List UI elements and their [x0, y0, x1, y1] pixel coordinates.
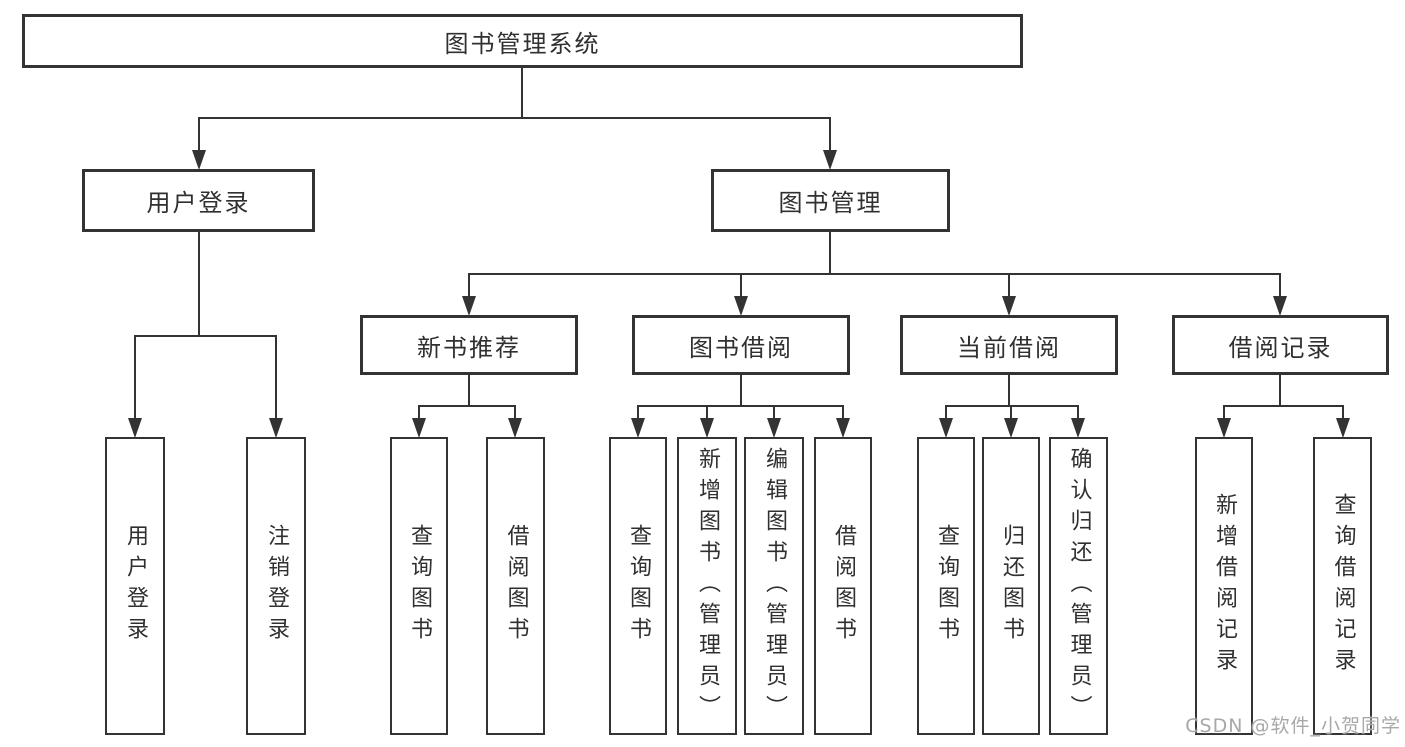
connector-line: [418, 405, 420, 420]
arrowhead-icon: [1004, 418, 1018, 438]
arrowhead-icon: [823, 150, 837, 170]
leaf-current-confirm-return-admin: 确认归还（管理员）: [1049, 437, 1108, 735]
connector-line: [514, 405, 516, 420]
leaf-label: 归还图书: [999, 524, 1024, 648]
leaf-logout: 注销登录: [246, 437, 306, 735]
connector-line: [945, 405, 1079, 407]
leaf-records-add-record: 新增借阅记录: [1195, 437, 1253, 735]
leaf-label: 查询借阅记录: [1330, 493, 1356, 679]
leaf-label: 查询图书: [934, 524, 959, 648]
arrowhead-icon: [269, 418, 283, 438]
arrowhead-icon: [128, 418, 142, 438]
leaf-label: 查询图书: [626, 524, 651, 648]
leaf-label: 借阅图书: [831, 524, 856, 648]
node-new-book-recommend: 新书推荐: [360, 315, 578, 375]
arrowhead-icon: [631, 418, 645, 438]
arrowhead-icon: [508, 418, 522, 438]
node-book-management: 图书管理: [711, 169, 950, 232]
connector-line: [1279, 273, 1281, 298]
connector-line: [1077, 405, 1079, 420]
connector-line: [418, 405, 516, 407]
connector-line: [468, 273, 1281, 275]
connector-line: [1008, 273, 1010, 298]
connector-line: [637, 405, 639, 420]
leaf-borrow-edit-books-admin: 编辑图书（管理员）: [744, 437, 804, 735]
leaf-label: 用户登录: [123, 524, 148, 648]
node-current-borrow: 当前借阅: [900, 315, 1118, 375]
connector-line: [1279, 375, 1281, 406]
leaf-label: 新增图书（管理员）: [695, 446, 720, 726]
node-label: 图书管理系统: [444, 29, 601, 58]
node-borrow-records: 借阅记录: [1172, 315, 1389, 375]
connector-line: [842, 405, 844, 420]
node-label: 用户登录: [146, 189, 251, 217]
node-label: 新书推荐: [417, 333, 521, 362]
connector-line: [637, 405, 844, 407]
arrowhead-icon: [462, 296, 476, 316]
leaf-label: 确认归还（管理员）: [1066, 446, 1092, 726]
leaf-recommend-query-books: 查询图书: [390, 437, 448, 735]
arrowhead-icon: [1273, 296, 1287, 316]
arrowhead-icon: [412, 418, 426, 438]
leaf-label: 注销登录: [264, 524, 289, 648]
watermark: CSDN @软件_小贺同学: [1185, 715, 1401, 737]
connector-line: [829, 232, 831, 275]
arrowhead-icon: [192, 150, 206, 170]
connector-line: [773, 405, 775, 420]
node-label: 图书管理: [778, 189, 883, 217]
connector-line: [198, 232, 200, 337]
arrowhead-icon: [700, 418, 714, 438]
connector-line: [1223, 405, 1225, 420]
connector-line: [134, 335, 277, 337]
connector-line: [945, 405, 947, 420]
leaf-current-return-books: 归还图书: [982, 437, 1040, 735]
arrowhead-icon: [836, 418, 850, 438]
leaf-label: 新增借阅记录: [1212, 493, 1237, 679]
node-library-management-system: 图书管理系统: [22, 14, 1023, 68]
arrowhead-icon: [1071, 418, 1085, 438]
arrowhead-icon: [1336, 418, 1350, 438]
leaf-label: 编辑图书（管理员）: [762, 446, 787, 726]
connector-line: [740, 375, 742, 406]
connector-line: [198, 117, 200, 153]
connector-line: [521, 68, 523, 118]
connector-line: [134, 335, 136, 420]
connector-line: [1010, 405, 1012, 420]
connector-line: [468, 273, 470, 298]
leaf-label: 查询图书: [407, 524, 432, 648]
connector-line: [1008, 375, 1010, 406]
connector-line: [740, 273, 742, 298]
arrowhead-icon: [1002, 296, 1016, 316]
leaf-label: 借阅图书: [503, 524, 529, 648]
leaf-current-query-books: 查询图书: [917, 437, 975, 735]
arrowhead-icon: [767, 418, 781, 438]
node-user-login: 用户登录: [82, 169, 315, 232]
leaf-borrow-borrow-books: 借阅图书: [814, 437, 872, 735]
leaf-borrow-add-books-admin: 新增图书（管理员）: [677, 437, 737, 735]
connector-line: [829, 117, 831, 153]
arrowhead-icon: [734, 296, 748, 316]
connector-line: [1223, 405, 1344, 407]
arrowhead-icon: [939, 418, 953, 438]
arrowhead-icon: [1217, 418, 1231, 438]
connector-line: [468, 375, 470, 406]
node-book-borrow: 图书借阅: [632, 315, 850, 375]
node-label: 当前借阅: [957, 333, 1061, 362]
leaf-borrow-query-books: 查询图书: [609, 437, 667, 735]
leaf-records-query-record: 查询借阅记录: [1313, 437, 1372, 735]
leaf-user-login: 用户登录: [105, 437, 165, 735]
leaf-recommend-borrow-books: 借阅图书: [486, 437, 545, 735]
connector-line: [706, 405, 708, 420]
node-label: 借阅记录: [1228, 333, 1333, 362]
connector-line: [198, 117, 831, 119]
node-label: 图书借阅: [689, 333, 793, 362]
connector-line: [1342, 405, 1344, 420]
connector-line: [275, 335, 277, 420]
